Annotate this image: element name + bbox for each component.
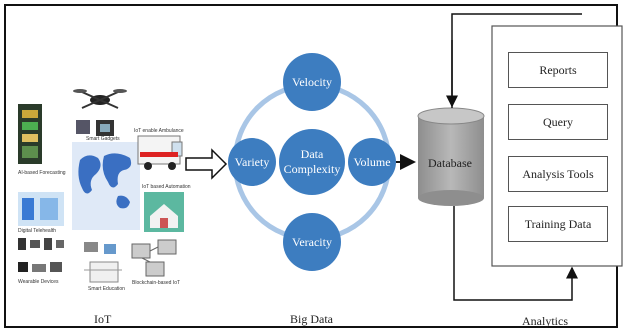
database-cylinder	[417, 107, 485, 206]
wearables-image	[18, 238, 64, 272]
iot-collage	[18, 89, 184, 283]
variety-label: Variety	[234, 154, 270, 169]
iot-item-label: Digital Telehealth	[18, 228, 56, 234]
gadget-image	[76, 120, 90, 134]
analysis-tools-box: Analysis Tools	[508, 156, 608, 192]
iot-section-label: IoT	[94, 312, 112, 326]
data-complexity-circle	[279, 129, 345, 195]
iot-to-bigdata-arrow	[185, 148, 228, 180]
iot-item-label: IoT enable Ambulance	[134, 128, 184, 134]
iot-item-label: AI-based Forecasting	[18, 170, 66, 176]
iot-item-label: Smart Education	[88, 286, 125, 292]
analytics-section-label: Analytics	[522, 314, 568, 328]
velocity-label: Velocity	[292, 74, 332, 89]
query-box: Query	[508, 104, 608, 140]
database-to-analytics-arrow	[453, 206, 578, 301]
drone-image	[73, 89, 127, 109]
database-label: Database	[428, 156, 472, 170]
veracity-circle	[283, 213, 341, 271]
training-data-box: Training Data	[508, 206, 608, 242]
iot-item-label: Wearable Devices	[18, 279, 59, 285]
volume-circle	[348, 138, 396, 186]
veracity-label: Veracity	[292, 234, 332, 249]
education-image	[84, 242, 122, 283]
volume-label: Volume	[353, 154, 391, 169]
blockchain-image	[131, 239, 177, 277]
iot-item-label: Smart Gadgets	[86, 136, 120, 142]
variety-circle	[228, 138, 276, 186]
iot-item-label: Blockchain-based IoT	[132, 280, 181, 286]
big-data-section-label: Big Data	[290, 312, 333, 326]
ambulance-image	[137, 135, 183, 170]
reports-box: Reports	[508, 52, 608, 88]
iot-item-label: IoT based Automation	[142, 184, 191, 190]
velocity-circle	[283, 53, 341, 111]
data-complexity-label: Data Complexity	[283, 147, 341, 176]
